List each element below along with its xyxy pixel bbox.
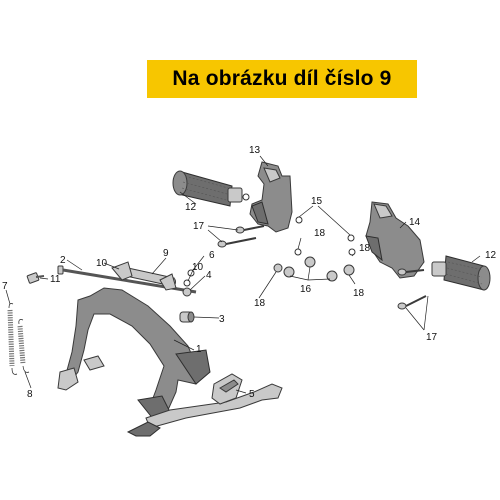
callout-10-right: 10 bbox=[192, 262, 204, 273]
callout-18-top-right: 18 bbox=[359, 243, 371, 254]
callout-4: 4 bbox=[206, 270, 212, 281]
part-12-left-footpeg bbox=[172, 170, 250, 207]
highlight-banner: Na obrázku díl číslo 9 bbox=[147, 60, 417, 98]
callout-15: 15 bbox=[311, 196, 323, 207]
callout-17-left: 17 bbox=[193, 221, 205, 232]
leader-lines bbox=[5, 155, 481, 394]
callout-18-bottom-left: 18 bbox=[254, 298, 266, 309]
part-11-small-bolt bbox=[26, 272, 45, 284]
callout-1: 1 bbox=[196, 344, 202, 355]
part-14-right-bracket bbox=[365, 201, 425, 279]
callout-11: 11 bbox=[50, 274, 61, 285]
callout-7: 7 bbox=[2, 281, 8, 292]
callout-6: 6 bbox=[209, 250, 215, 261]
callout-18-top-left: 18 bbox=[314, 228, 326, 239]
part-7-spring bbox=[7, 303, 18, 375]
callout-labels: 13 12 15 14 12 17 18 18 18 16 18 17 9 10… bbox=[2, 145, 497, 400]
part-8-spring bbox=[17, 319, 30, 373]
screws-17 bbox=[217, 225, 427, 310]
callout-17-right: 17 bbox=[426, 332, 438, 343]
part-13-left-bracket bbox=[249, 161, 293, 233]
part-10-washer-right bbox=[183, 279, 191, 287]
callout-9: 9 bbox=[163, 248, 169, 259]
part-1-center-stand bbox=[57, 261, 283, 437]
callout-8: 8 bbox=[27, 389, 33, 400]
part-5-rubber-stop bbox=[211, 373, 243, 405]
callout-12-right: 12 bbox=[485, 250, 497, 261]
callout-12-left: 12 bbox=[185, 202, 197, 213]
washers-and-bushings bbox=[273, 216, 356, 282]
callout-2: 2 bbox=[60, 255, 66, 266]
callout-5: 5 bbox=[249, 389, 255, 400]
callout-18-bottom-right: 18 bbox=[353, 288, 365, 299]
callout-14: 14 bbox=[409, 217, 421, 228]
callout-10-left: 10 bbox=[96, 258, 108, 269]
callout-16: 16 bbox=[300, 284, 312, 295]
part-12-right-footpeg bbox=[431, 255, 491, 291]
callout-3: 3 bbox=[219, 314, 225, 325]
callout-13: 13 bbox=[249, 145, 261, 156]
part-3-bush bbox=[179, 311, 195, 323]
banner-text: Na obrázku díl číslo 9 bbox=[172, 67, 392, 90]
part-4-washer bbox=[182, 287, 192, 297]
